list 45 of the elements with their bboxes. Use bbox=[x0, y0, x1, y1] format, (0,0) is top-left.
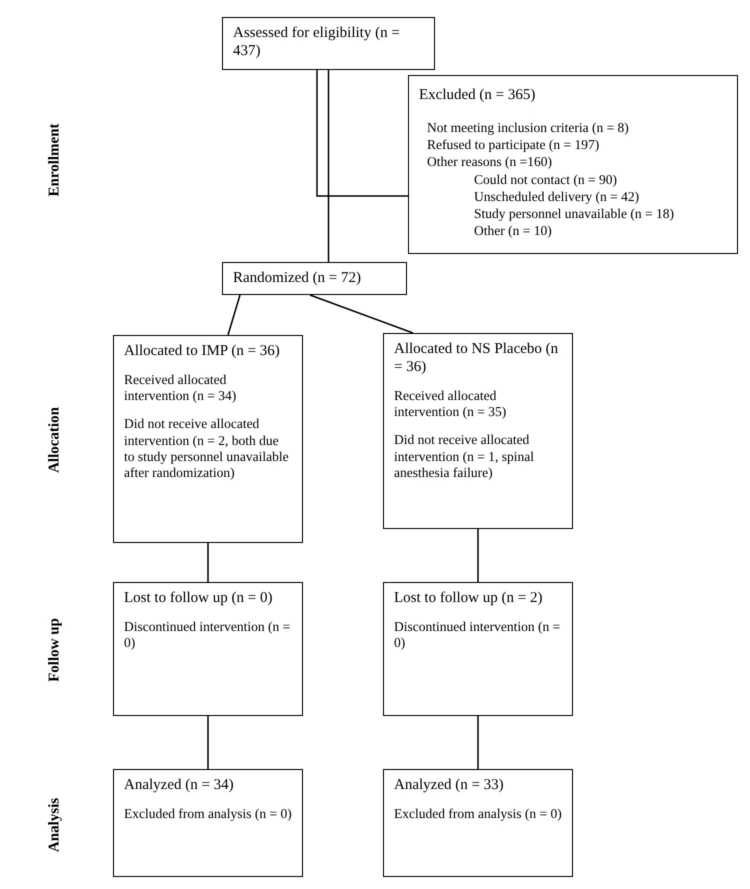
box-heading: Analyzed (n = 34) bbox=[124, 776, 235, 794]
connector-line bbox=[207, 543, 209, 582]
box-text: Discontinued intervention (n = 0) bbox=[124, 619, 292, 652]
connector-line bbox=[477, 716, 479, 769]
process-box bbox=[383, 582, 573, 716]
process-box bbox=[113, 335, 303, 543]
box-text: Discontinued intervention (n = 0) bbox=[394, 619, 562, 652]
box-text: Unscheduled delivery (n = 42) bbox=[473, 188, 640, 205]
connector-line bbox=[316, 70, 408, 197]
box-heading: Analyzed (n = 33) bbox=[394, 776, 505, 794]
box-heading: Allocated to IMP (n = 36) bbox=[124, 342, 281, 360]
connector-line bbox=[207, 716, 209, 769]
process-box bbox=[222, 17, 435, 70]
stage-label: Enrollment bbox=[46, 123, 64, 197]
box-text: Other reasons (n =160) bbox=[426, 154, 553, 171]
process-box bbox=[222, 262, 407, 295]
box-heading: Lost to follow up (n = 0) bbox=[124, 589, 274, 607]
box-text: Did not receive allocated intervention (n = 2, both due to study personnel unavailable after randomization) bbox=[124, 416, 290, 482]
box-heading: Randomized (n = 72) bbox=[233, 269, 362, 287]
box-text: Not meeting inclusion criteria (n = 8) bbox=[426, 120, 630, 136]
process-box bbox=[408, 75, 738, 254]
box-heading: Excluded (n = 365) bbox=[419, 86, 536, 104]
box-text: Received allocated intervention (n = 35) bbox=[394, 388, 508, 420]
stage-label: Follow up bbox=[46, 618, 64, 682]
box-text: Excluded from analysis (n = 0) bbox=[394, 806, 562, 822]
process-box bbox=[113, 582, 303, 716]
process-box bbox=[383, 333, 573, 529]
box-heading: Assessed for eligibility (n = 437) bbox=[233, 24, 401, 60]
box-heading: Lost to follow up (n = 2) bbox=[394, 589, 544, 607]
process-box bbox=[383, 769, 573, 877]
box-heading: Allocated to NS Placebo (n = 36) bbox=[394, 340, 560, 376]
stage-label: Allocation bbox=[46, 407, 64, 473]
box-text: Other (n = 10) bbox=[473, 223, 553, 240]
stage-label: Analysis bbox=[46, 798, 64, 852]
box-text: Study personnel unavailable (n = 18) bbox=[473, 206, 675, 222]
connector-line bbox=[477, 529, 479, 582]
connector-line bbox=[227, 294, 241, 336]
box-text: Received allocated intervention (n = 34) bbox=[124, 372, 238, 404]
box-text: Did not receive allocated intervention (n = 1, spinal anesthesia failure) bbox=[394, 432, 535, 481]
box-text: Refused to participate (n = 197) bbox=[426, 137, 600, 154]
connector-line bbox=[310, 294, 414, 334]
box-text: Could not contact (n = 90) bbox=[473, 172, 618, 188]
box-text: Excluded from analysis (n = 0) bbox=[124, 806, 292, 822]
process-box bbox=[113, 769, 303, 877]
connector-line bbox=[328, 70, 330, 262]
